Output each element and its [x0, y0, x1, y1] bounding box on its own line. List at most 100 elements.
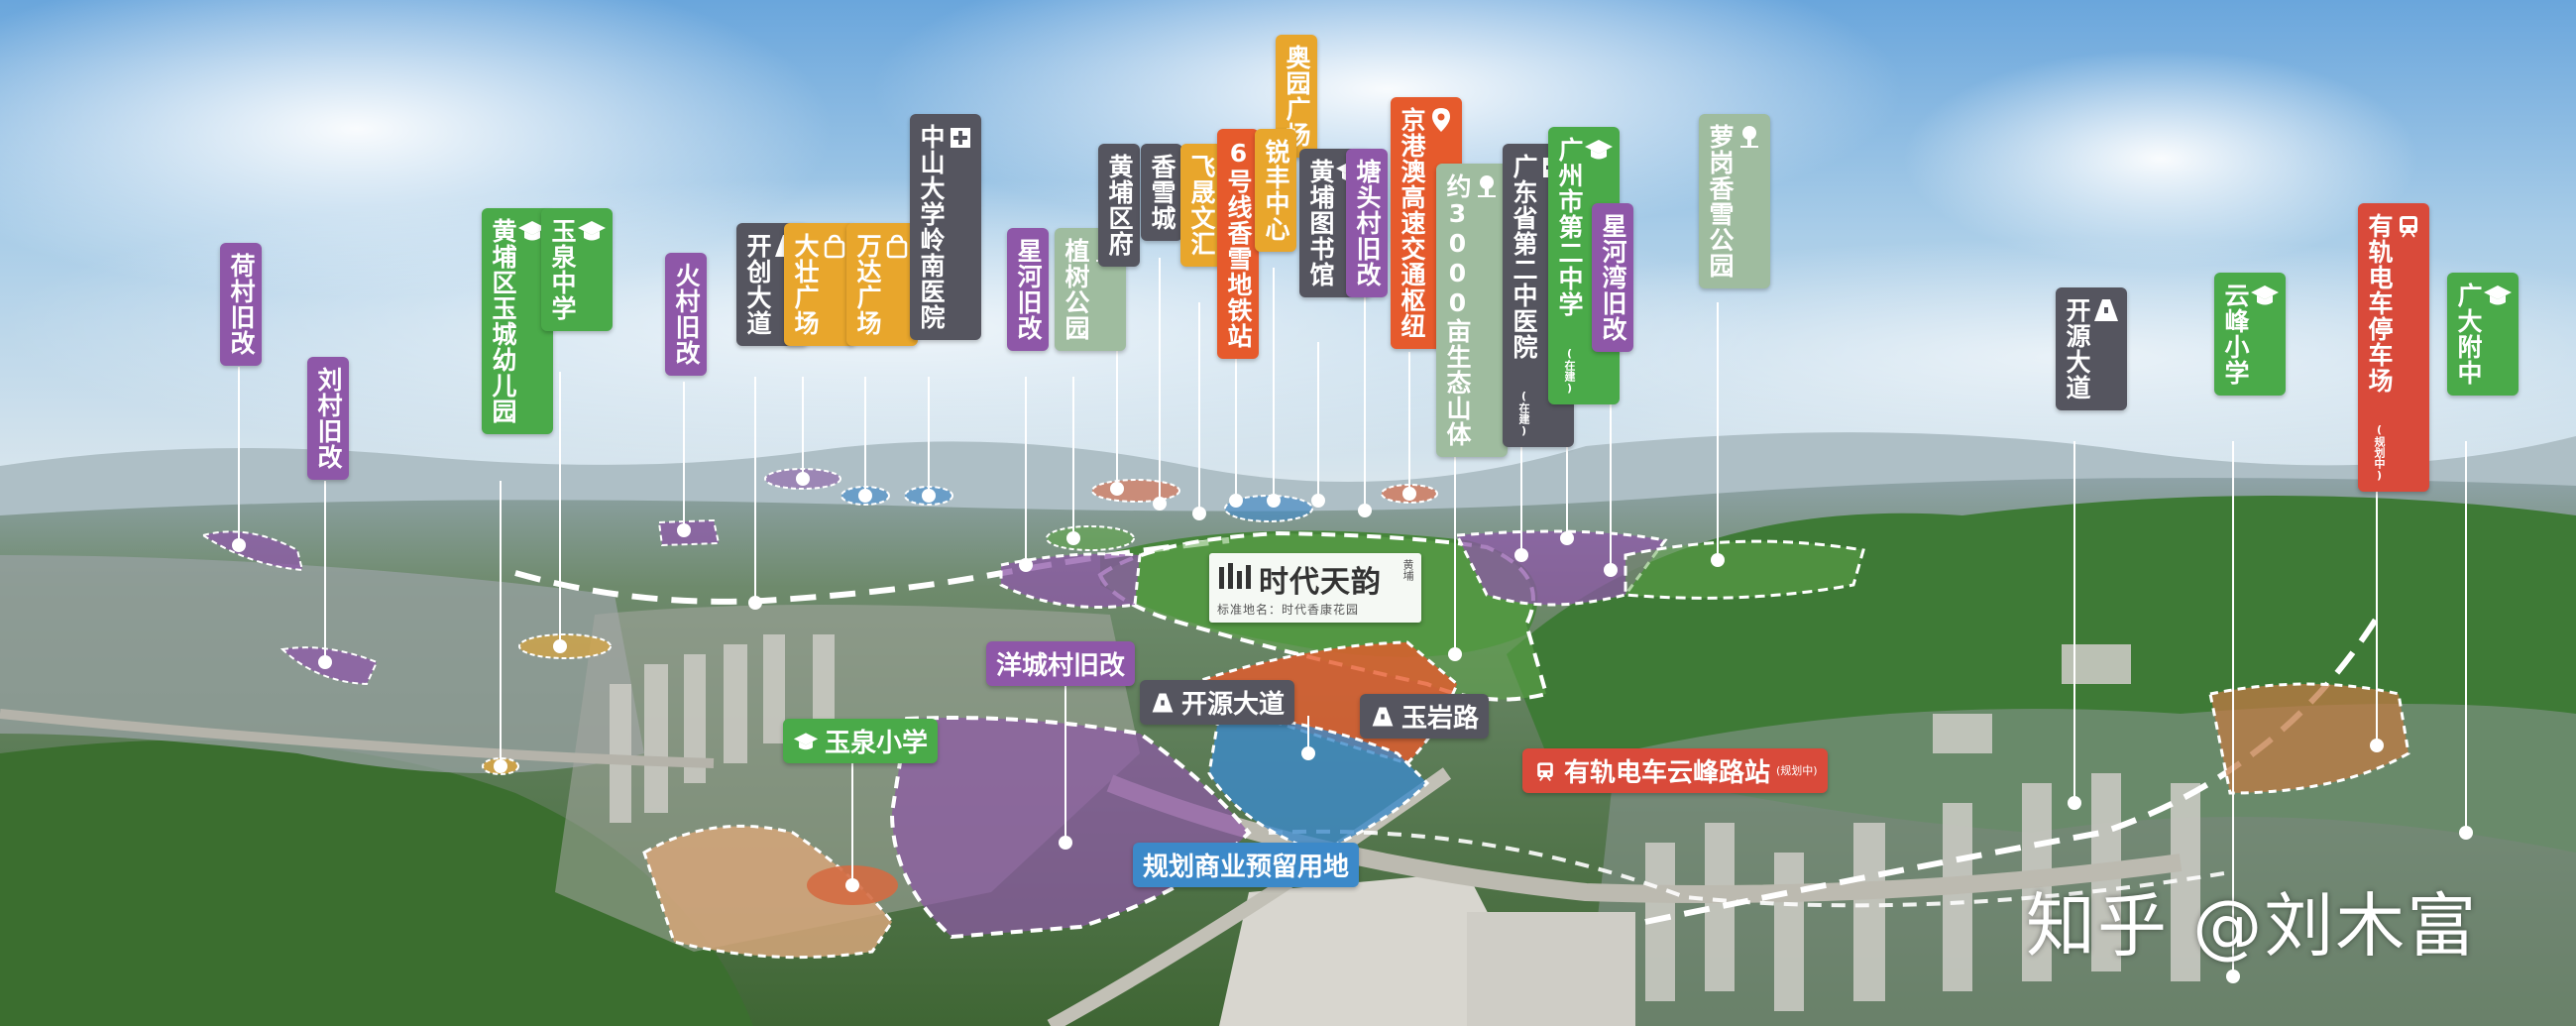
- zone-yunfeng-orange: [2208, 682, 2410, 795]
- label-text: 玉泉小学: [825, 729, 929, 758]
- label-text: 塘头村旧改: [1353, 159, 1382, 287]
- logo-name: 时代天韵: [1259, 565, 1382, 600]
- road: [0, 709, 715, 768]
- warehouse: [1467, 912, 1635, 1026]
- zone-park: [1624, 539, 1865, 600]
- zone-metro: [1224, 495, 1313, 522]
- school-icon: [793, 732, 819, 749]
- marker-dot: [677, 523, 691, 537]
- zone-gov: [1091, 479, 1180, 503]
- label-xinghewan: 星河湾旧改: [1592, 203, 1633, 352]
- marker-dot: [1560, 531, 1574, 545]
- label-text: 开创大道: [743, 233, 772, 336]
- marker-dot: [1192, 507, 1206, 520]
- marker-dot: [318, 655, 332, 669]
- label-yuquan-middle: 玉泉中学: [541, 208, 613, 331]
- school-icon: [578, 221, 606, 241]
- marker-dot: [2226, 969, 2240, 983]
- label-text: 开源大道: [2063, 297, 2091, 400]
- building: [763, 634, 785, 743]
- watermark: 知乎 @刘木富: [2026, 885, 2479, 967]
- label-dazhuang: 大壮广场: [784, 223, 855, 346]
- building: [644, 664, 668, 813]
- marker-dot: [1229, 494, 1243, 508]
- label-huangpu-gov: 黄埔区府: [1098, 144, 1140, 267]
- label-text: 玉岩路: [1401, 704, 1480, 734]
- marker-dot: [1301, 746, 1315, 760]
- label-xiangxue-city: 香雪城: [1141, 144, 1182, 241]
- label-yunfeng-primary: 云峰小学: [2214, 273, 2286, 396]
- label-yuyan-road: 玉岩路: [1360, 694, 1490, 739]
- building: [684, 654, 706, 783]
- zone-yuquan-school: [642, 824, 894, 960]
- building: [1943, 803, 1972, 991]
- marker-dot: [1267, 494, 1281, 508]
- label-ruifeng: 锐丰中心: [1255, 129, 1296, 252]
- label-text: 广东省第二中医院: [1510, 154, 1538, 360]
- building: [1774, 853, 1804, 1011]
- project-logo: 时代天韵 黄埔 标准地名：时代香康花园: [1209, 553, 1421, 623]
- label-sysu-hospital: 中山大学岭南医院: [910, 114, 981, 340]
- label-text: 中山大学岭南医院: [917, 124, 946, 330]
- logo-side: 黄埔: [1401, 559, 1414, 581]
- tram-icon: [1537, 761, 1553, 781]
- logo-mark: [1219, 563, 1251, 589]
- building: [1853, 823, 1885, 1001]
- marker-dot: [1711, 553, 1725, 567]
- cloud: [1903, 50, 2418, 268]
- label-note: (规划中): [1776, 763, 1818, 777]
- label-text: 开源大道: [1181, 690, 1286, 720]
- building: [1933, 714, 1992, 753]
- label-text: 星河湾旧改: [1599, 213, 1627, 342]
- park-icon: [1478, 175, 1496, 197]
- location-pin-icon: [1432, 108, 1450, 132]
- marker-dot: [232, 538, 246, 552]
- label-eco-mountain: 约3000亩生态山体: [1436, 164, 1508, 457]
- zone-commercial-blue: [1207, 712, 1430, 855]
- road-icon: [1152, 692, 1174, 713]
- label-text: 锐丰中心: [1262, 139, 1290, 242]
- label-liucun: 刘村旧改: [307, 357, 349, 480]
- label-metro-6: 6号线香雪地铁站: [1217, 129, 1259, 359]
- green-hill-left: [0, 740, 753, 1026]
- label-text: 荷村旧改: [227, 253, 256, 356]
- road: [1106, 774, 2183, 903]
- label-yangcheng: 洋城村旧改: [986, 641, 1136, 686]
- marker-dot: [1448, 647, 1462, 661]
- label-commercial: 规划商业预留用地: [1133, 843, 1360, 887]
- label-note: (在建): [1563, 347, 1576, 395]
- zone-hecun: [200, 530, 304, 572]
- school-icon: [1585, 140, 1613, 160]
- marker-dot: [1059, 836, 1072, 850]
- park-icon: [1740, 126, 1758, 148]
- label-text: 黄埔区府: [1105, 154, 1134, 257]
- marker-dot: [1358, 504, 1372, 517]
- shopping-bag-icon: [886, 234, 908, 259]
- label-hecun: 荷村旧改: [220, 243, 262, 366]
- label-kaiyuan-road: 开源大道: [1140, 680, 1295, 725]
- marker-dot: [1066, 531, 1080, 545]
- marker-dot: [2459, 826, 2473, 840]
- label-wanda: 万达广场: [846, 223, 918, 346]
- label-text: 约3000亩生态山体: [1443, 173, 1472, 447]
- label-text: 万达广场: [853, 233, 882, 336]
- label-note: (在建): [1517, 390, 1530, 437]
- label-yuquan-primary: 玉泉小学: [783, 719, 939, 763]
- marker-dot: [1402, 487, 1416, 501]
- building: [610, 684, 631, 823]
- road-icon: [2094, 299, 2118, 321]
- marker-dot: [748, 596, 762, 610]
- marker-dots: [232, 472, 2473, 983]
- label-text: 飞晟文汇: [1187, 154, 1216, 257]
- label-text: 广大附中: [2454, 283, 2483, 386]
- zone-xinghe: [999, 552, 1142, 609]
- tram-icon: [2400, 216, 2417, 238]
- school-icon: [2251, 285, 2279, 305]
- marker-dot: [1019, 558, 1033, 572]
- label-text: 洋城村旧改: [996, 651, 1126, 681]
- logo-subtitle: 标准地名：时代香康花园: [1217, 603, 1360, 617]
- label-kaiyuan-vertical: 开源大道: [2056, 287, 2127, 410]
- marker-dot: [922, 489, 936, 503]
- label-tangtou: 塘头村旧改: [1346, 149, 1388, 297]
- school-icon: [518, 221, 546, 241]
